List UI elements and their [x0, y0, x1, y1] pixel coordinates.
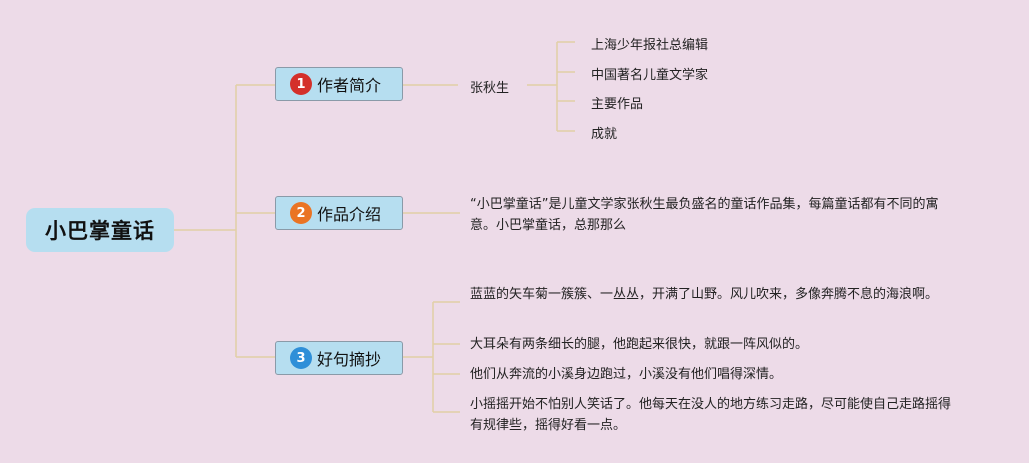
topic-label: 作品介绍: [317, 205, 382, 224]
topic-work-intro[interactable]: 2 作品介绍: [275, 196, 403, 230]
intro-text-node[interactable]: “小巴掌童话”是儿童文学家张秋生最负盛名的童话作品集，每篇童话都有不同的寓意。小…: [470, 197, 939, 233]
number-badge-icon: 2: [290, 202, 312, 224]
detail-node[interactable]: 成就: [591, 127, 618, 142]
topic-label: 好句摘抄: [317, 350, 382, 369]
quote-node[interactable]: 大耳朵有两条细长的腿，他跑起来很快，就跟一阵风似的。: [470, 337, 809, 352]
root-label: 小巴掌童话: [45, 219, 155, 243]
root-connector: [174, 84, 275, 358]
root-node[interactable]: 小巴掌童话: [26, 208, 174, 252]
topic-label: 作者简介: [317, 76, 382, 95]
author-name-node[interactable]: 张秋生: [470, 81, 510, 96]
topic-author-intro[interactable]: 1 作者简介: [275, 67, 403, 101]
topic-quotes[interactable]: 3 好句摘抄: [275, 341, 403, 375]
quotes-connector: [403, 301, 460, 413]
detail-node[interactable]: 主要作品: [591, 97, 644, 112]
detail-node[interactable]: 中国著名儿童文学家: [591, 68, 709, 83]
details-connector: [527, 41, 575, 132]
detail-node[interactable]: 上海少年报社总编辑: [591, 38, 709, 53]
number-badge-icon: 3: [290, 347, 312, 369]
quote-node[interactable]: 蓝蓝的矢车菊一簇簇、一丛丛，开满了山野。风儿吹来，多像奔腾不息的海浪啊。: [470, 287, 939, 302]
number-badge-icon: 1: [290, 73, 312, 95]
quote-node[interactable]: 小摇摇开始不怕别人笑话了。他每天在没人的地方练习走路，尽可能使自己走路摇得 有规…: [470, 397, 952, 433]
quote-node[interactable]: 他们从奔流的小溪身边跑过，小溪没有他们唱得深情。: [470, 367, 783, 382]
